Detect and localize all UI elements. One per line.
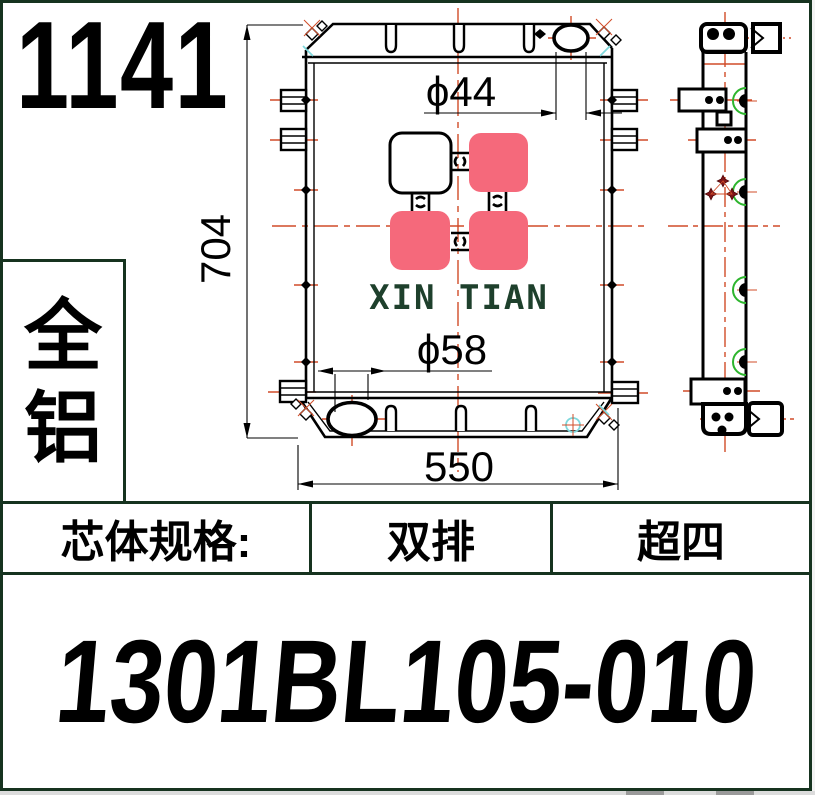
part-number: 1301BL105-010 — [50, 615, 762, 748]
drawing-number: 1141 — [16, 0, 230, 135]
material-char-1: 全 — [23, 291, 102, 380]
spec-label: 芯体规格: — [60, 518, 252, 567]
spec-value-rows: 双排 — [309, 504, 553, 572]
spec-value-type: 超四 — [637, 518, 725, 567]
material-box: 全 铝 — [0, 259, 126, 504]
core-spec-row: 芯体规格: 双排 超四 — [0, 501, 812, 575]
horizontal-scrollbar[interactable] — [0, 791, 815, 795]
scrollbar-thumb[interactable] — [626, 791, 664, 795]
scrollbar-thumb[interactable] — [716, 791, 754, 795]
material-char-2: 铝 — [23, 383, 102, 472]
right-edge-sliver — [812, 0, 815, 795]
part-number-box: 1301BL105-010 — [0, 572, 812, 791]
